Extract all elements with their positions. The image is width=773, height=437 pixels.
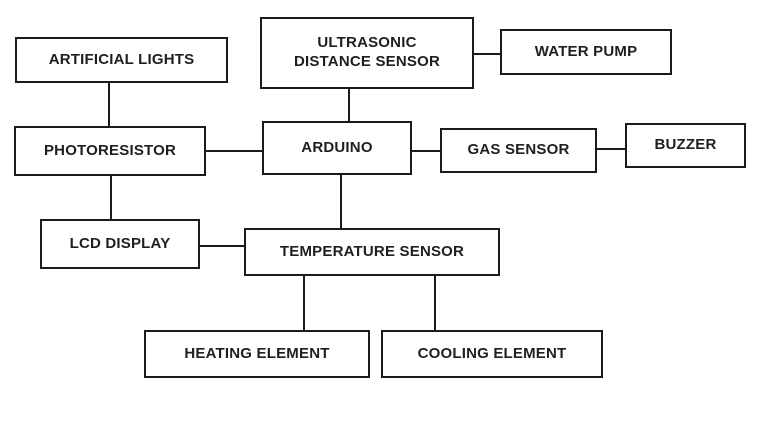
connector-gas-sensor-buzzer (597, 148, 625, 150)
connector-ultrasonic-arduino (348, 89, 350, 121)
node-temperature-sensor: TEMPERATURE SENSOR (244, 228, 500, 276)
node-label: ARTIFICIAL LIGHTS (48, 50, 195, 68)
node-buzzer: BUZZER (625, 123, 746, 168)
node-label: COOLING ELEMENT (417, 344, 567, 362)
node-lcd-display: LCD DISPLAY (40, 219, 200, 269)
node-label: TEMPERATURE SENSOR (279, 242, 465, 260)
node-gas-sensor: GAS SENSOR (440, 128, 597, 173)
connector-temperature-sensor-heating-element (303, 276, 305, 330)
node-label: HEATING ELEMENT (184, 344, 330, 362)
node-ultrasonic-distance-sensor: ULTRASONIC DISTANCE SENSOR (260, 17, 474, 89)
node-heating-element: HEATING ELEMENT (144, 330, 370, 378)
connector-lcd-display-temperature-sensor (200, 245, 244, 247)
node-label: GAS SENSOR (467, 141, 570, 159)
node-label: WATER PUMP (534, 42, 638, 60)
node-label: ARDUINO (301, 138, 373, 156)
node-water-pump: WATER PUMP (500, 29, 672, 75)
connector-temperature-sensor-cooling-element (434, 276, 436, 330)
node-label: ULTRASONIC DISTANCE SENSOR (293, 34, 441, 70)
connector-arduino-temperature-sensor (340, 175, 342, 228)
node-label: PHOTORESISTOR (43, 141, 177, 159)
node-label: BUZZER (654, 136, 717, 154)
connector-arduino-gas-sensor (412, 150, 440, 152)
connector-photoresistor-arduino (206, 150, 262, 152)
node-arduino: ARDUINO (262, 121, 412, 175)
connector-artificial-lights-photoresistor (108, 83, 110, 126)
node-label: LCD DISPLAY (69, 234, 171, 252)
node-photoresistor: PHOTORESISTOR (14, 126, 206, 176)
node-artificial-lights: ARTIFICIAL LIGHTS (15, 37, 228, 83)
connector-photoresistor-lcd-display (110, 176, 112, 219)
connector-ultrasonic-water-pump (474, 53, 500, 55)
node-cooling-element: COOLING ELEMENT (381, 330, 603, 378)
